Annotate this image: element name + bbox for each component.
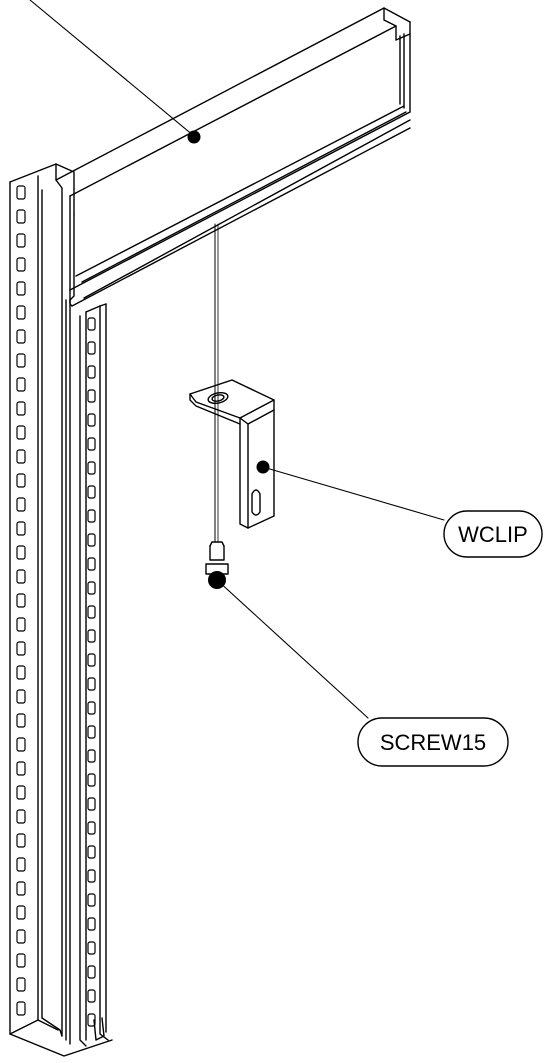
rail-hole-front (16, 665, 26, 680)
wall-clip-part (189, 379, 275, 529)
rail-hole-front (16, 545, 26, 560)
rail-hole-inner (87, 437, 96, 451)
rail-hole-front (16, 857, 26, 872)
rail-hole-front (16, 689, 26, 704)
beam-callout-leader (29, 0, 201, 144)
rail-hole-inner (87, 461, 96, 475)
rail-hole-inner (87, 749, 96, 763)
rail-hole-front (16, 785, 26, 800)
rail-hole-inner (87, 965, 96, 979)
rail-hole-front (16, 281, 26, 296)
callout-screw15-label: SCREW15 (380, 730, 486, 755)
rail-hole-inner (87, 1013, 96, 1027)
rail-hole-inner (87, 341, 96, 355)
rail-hole-front (16, 401, 26, 416)
callout-screw15: SCREW15 (216, 579, 509, 767)
rail-hole-front (16, 929, 26, 944)
rail-hole-front (16, 377, 26, 392)
callout-wclip-label: WCLIP (458, 522, 528, 547)
rail-hole-inner (87, 917, 96, 931)
rail-hole-front (16, 569, 26, 584)
rail-hole-front (16, 905, 26, 920)
rail-hole-inner (87, 941, 96, 955)
rail-holes-front (16, 185, 26, 1016)
rail-hole-inner (87, 701, 96, 715)
rail-hole-front (16, 449, 26, 464)
rail-hole-front (16, 425, 26, 440)
rail-hole-inner (87, 797, 96, 811)
rail-hole-inner (87, 677, 96, 691)
rail-hole-front (16, 617, 26, 632)
rail-hole-inner (87, 581, 96, 595)
rail-hole-inner (87, 773, 96, 787)
rail-hole-front (16, 809, 26, 824)
rail-hole-inner (87, 893, 96, 907)
rail-hole-inner (87, 533, 96, 547)
rail-hole-inner (87, 365, 96, 379)
rail-hole-inner (87, 389, 96, 403)
rail-hole-front (16, 713, 26, 728)
rail-hole-front (16, 593, 26, 608)
rail-hole-front (16, 473, 26, 488)
rail-hole-inner (87, 485, 96, 499)
rail-hole-inner (87, 869, 96, 883)
rail-hole-front (16, 353, 26, 368)
rail-hole-front (16, 641, 26, 656)
rail-hole-inner (87, 653, 96, 667)
rail-hole-front (16, 209, 26, 224)
rail-hole-front (16, 881, 26, 896)
horizontal-beam (55, 7, 411, 307)
rail-hole-inner (87, 413, 96, 427)
rail-hole-inner (87, 989, 96, 1003)
beam-callout-dot (187, 130, 201, 144)
rail-hole-front (16, 953, 26, 968)
rail-hole-front (16, 185, 26, 200)
rail-hole-inner (87, 821, 96, 835)
rail-hole-front (16, 833, 26, 848)
callout-wclip-bubble (443, 510, 543, 558)
rail-hole-front (16, 497, 26, 512)
rail-hole-inner (87, 605, 96, 619)
rail-hole-front (16, 305, 26, 320)
rail-hole-inner (87, 509, 96, 523)
rail-hole-front (16, 521, 26, 536)
rail-hole-front (16, 1001, 26, 1016)
rail-hole-front (16, 329, 26, 344)
rail-hole-inner (87, 557, 96, 571)
rail-hole-inner (87, 845, 96, 859)
rail-hole-inner (87, 725, 96, 739)
rail-hole-front (16, 737, 26, 752)
rail-hole-inner (87, 629, 96, 643)
vertical-rail (9, 163, 113, 1057)
rail-hole-front (16, 233, 26, 248)
callout-screw15-bubble (357, 717, 509, 767)
rail-hole-front (16, 761, 26, 776)
rail-hole-inner (87, 317, 96, 331)
rail-hole-front (16, 257, 26, 272)
callout-wclip: WCLIP (262, 466, 543, 558)
rail-hole-front (16, 977, 26, 992)
rail-holes-inner (87, 317, 96, 1027)
